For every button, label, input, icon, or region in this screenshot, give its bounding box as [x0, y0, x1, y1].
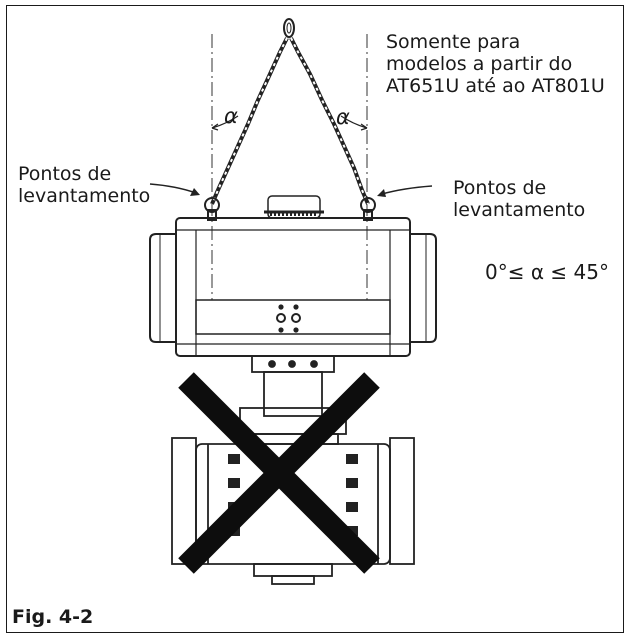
chain-right [289, 37, 370, 205]
angle-arc-left [211, 115, 239, 129]
model-note-line3: AT651U até ao AT801U [386, 75, 605, 97]
lifting-points-left-line2: levantamento [18, 185, 151, 207]
lifting-points-label-left: Pontos de levantamento [18, 163, 150, 207]
lifting-ring [283, 18, 295, 38]
lifting-points-right-line1: Pontos de [453, 177, 547, 199]
actuator-body [149, 217, 437, 357]
angle-range-label: 0°≤ α ≤ 45° [485, 260, 609, 284]
forbidden-x-mark [178, 372, 380, 574]
angle-arc-left-arrow [211, 123, 219, 131]
model-note: Somente para modelos a partir do AT651U … [386, 31, 605, 97]
figure-caption: Fig. 4-2 [12, 606, 94, 628]
angle-arc-right [340, 115, 368, 129]
model-note-line1: Somente para [386, 31, 521, 53]
arrow-left [149, 183, 200, 196]
lifting-points-right-line2: levantamento [453, 199, 586, 221]
lifting-eye-left [204, 197, 220, 221]
angle-label-right: α [336, 105, 350, 129]
lifting-eye-right [360, 197, 376, 221]
chain-left [210, 37, 289, 205]
arrow-right [377, 185, 433, 197]
figure-frame [6, 5, 624, 633]
angle-label-left: α [224, 104, 238, 128]
lifting-points-left-line1: Pontos de [18, 163, 112, 185]
angle-arc-right-arrow [360, 123, 368, 131]
lifting-points-label-right: Pontos de levantamento [453, 177, 585, 221]
model-note-line2: modelos a partir do [386, 53, 573, 75]
position-indicator [264, 195, 324, 219]
